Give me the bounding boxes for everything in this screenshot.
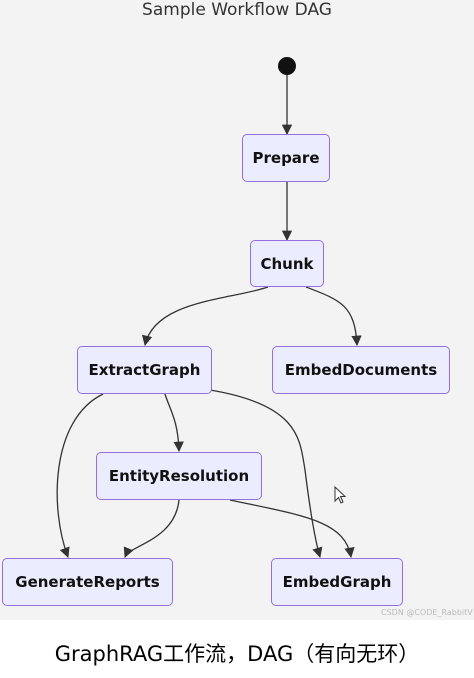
edge-chunk-extractgraph xyxy=(141,286,269,347)
node-prepare: Prepare xyxy=(242,134,330,182)
figure-caption: GraphRAG工作流，DAG（有向无环） xyxy=(54,642,420,666)
edge-extractgraph-entityresolution xyxy=(164,393,184,453)
node-embeddocuments: EmbedDocuments xyxy=(272,346,450,394)
edge-extractgraph-generatereports xyxy=(56,393,104,558)
edge-chunk-embeddocuments xyxy=(305,286,362,347)
start-node xyxy=(278,57,296,75)
diagram-title: Sample Workflow DAG xyxy=(142,0,332,20)
diagram-canvas xyxy=(0,0,474,620)
edges-layer xyxy=(56,57,362,559)
node-generatereports: GenerateReports xyxy=(2,558,173,606)
edge-entityresolution-generatereports xyxy=(123,499,180,558)
node-chunk: Chunk xyxy=(250,240,324,287)
node-entityresolution: EntityResolution xyxy=(96,452,262,500)
edge-entityresolution-embedgraph xyxy=(229,499,355,559)
watermark: CSDN @CODE_RabbitV xyxy=(381,608,473,617)
mouse-cursor-icon xyxy=(334,486,347,504)
edge-extractgraph-embedgraph xyxy=(209,389,323,558)
node-embedgraph: EmbedGraph xyxy=(271,558,403,606)
node-extractgraph: ExtractGraph xyxy=(77,346,212,394)
